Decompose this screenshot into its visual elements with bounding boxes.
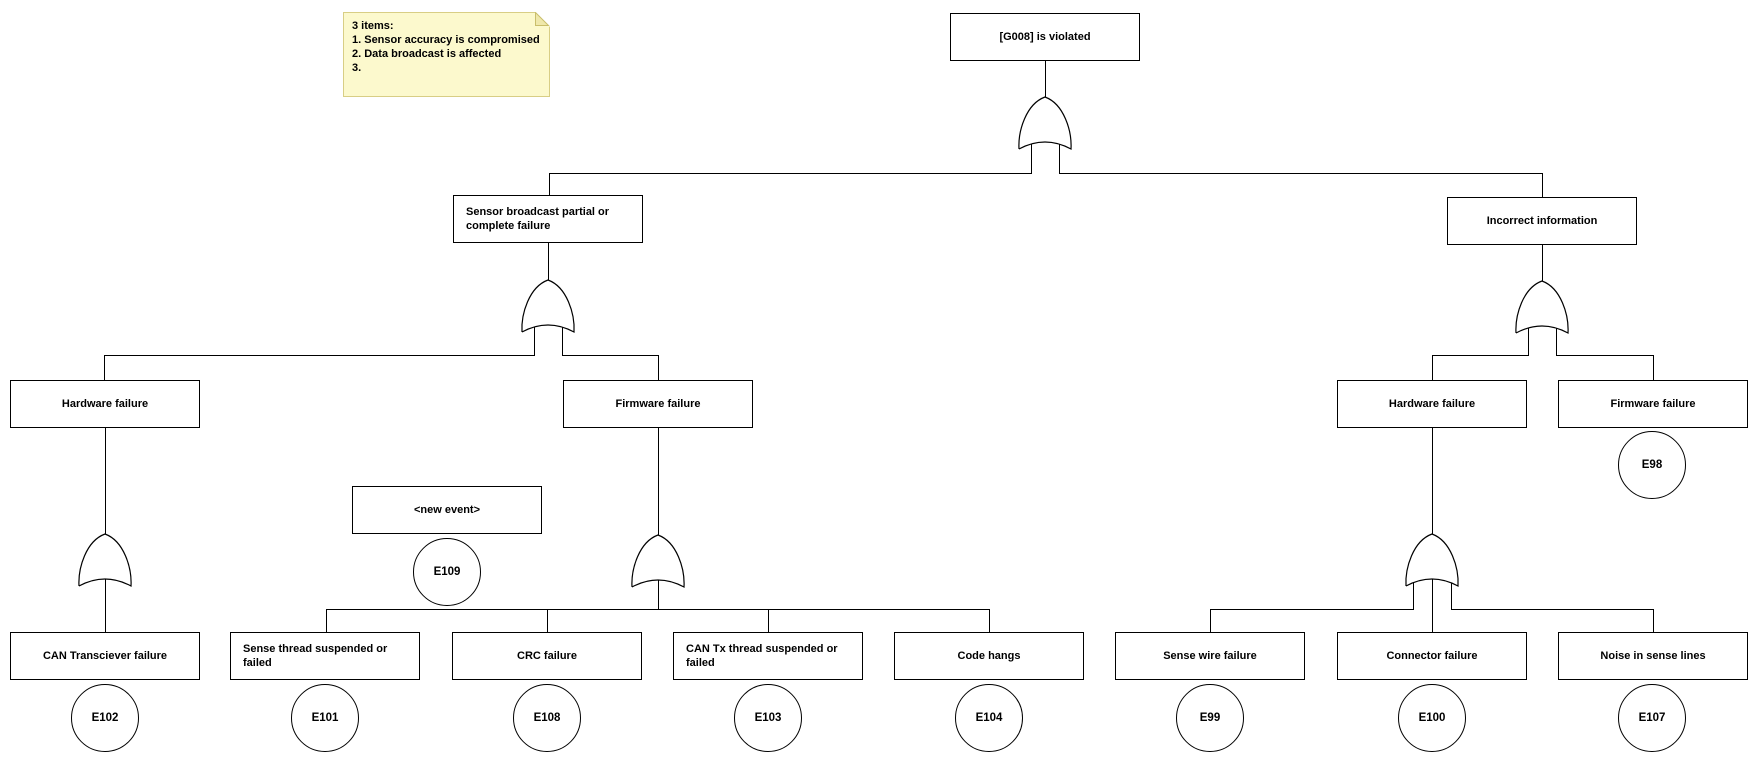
connector-line [989, 609, 990, 632]
connector-line [1653, 355, 1654, 380]
connector-line [548, 242, 549, 280]
connector-line [1210, 609, 1413, 610]
or-gate[interactable] [77, 532, 133, 590]
connector-line [1413, 578, 1414, 610]
connector-line [1542, 173, 1543, 197]
or-gate[interactable] [520, 278, 576, 336]
connector-line [326, 609, 989, 610]
connector-line [104, 355, 534, 356]
connector-line [1556, 322, 1557, 356]
connector-line [549, 173, 550, 195]
connector-line [105, 575, 106, 632]
connector-line [1432, 427, 1433, 534]
event-circle-e104[interactable]: E104 [955, 684, 1023, 752]
node-sense-wire-failure[interactable]: Sense wire failure [1115, 632, 1305, 680]
node-can-tx-thread-suspended[interactable]: CAN Tx thread suspended or failed [673, 632, 863, 680]
or-gate[interactable] [630, 533, 686, 591]
node-connector-failure[interactable]: Connector failure [1337, 632, 1527, 680]
connector-line [658, 355, 659, 380]
node-code-hangs[interactable]: Code hangs [894, 632, 1084, 680]
note-title: 3 items: [352, 20, 394, 32]
node-sense-thread-suspended[interactable]: Sense thread suspended or failed [230, 632, 420, 680]
node-noise-in-sense-lines[interactable]: Noise in sense lines [1558, 632, 1748, 680]
connector-line [547, 609, 548, 632]
connector-line [658, 427, 659, 535]
node-crc-failure[interactable]: CRC failure [452, 632, 642, 680]
connector-line [1432, 355, 1433, 380]
event-circle-e109[interactable]: E109 [413, 538, 481, 606]
connector-line [1031, 138, 1032, 174]
event-circle-e103[interactable]: E103 [734, 684, 802, 752]
event-circle-e98[interactable]: E98 [1618, 431, 1686, 499]
node-incorrect-information[interactable]: Incorrect information [1447, 197, 1637, 245]
note-line: 1. Sensor accuracy is compromised [352, 34, 540, 46]
or-gate[interactable] [1514, 279, 1570, 337]
note-line: 2. Data broadcast is affected [352, 48, 502, 60]
connector-line [1556, 355, 1653, 356]
connector-line [104, 355, 105, 380]
connector-line [326, 609, 327, 632]
note-line: 3. [352, 62, 362, 74]
connector-line [105, 427, 106, 534]
event-circle-e100[interactable]: E100 [1398, 684, 1466, 752]
event-circle-e107[interactable]: E107 [1618, 684, 1686, 752]
node-can-transciever-failure[interactable]: CAN Transciever failure [10, 632, 200, 680]
connector-line [549, 173, 1031, 174]
connector-line [1210, 609, 1211, 632]
connector-line [1059, 173, 1542, 174]
connector-line [1542, 244, 1543, 281]
connector-line [1432, 355, 1528, 356]
connector-line [1045, 61, 1046, 97]
connector-line [534, 321, 535, 356]
note-fold-corner-icon [535, 12, 550, 27]
connector-line [1432, 575, 1433, 632]
node-hardware-failure-right[interactable]: Hardware failure [1337, 380, 1527, 428]
event-circle-e108[interactable]: E108 [513, 684, 581, 752]
connector-line [658, 576, 659, 610]
or-gate[interactable] [1404, 532, 1460, 590]
or-gate[interactable] [1017, 95, 1073, 153]
connector-line [1528, 322, 1529, 356]
sticky-note[interactable]: 3 items: 1. Sensor accuracy is compromis… [343, 12, 550, 97]
connector-line [1451, 578, 1452, 610]
node-hardware-failure-left[interactable]: Hardware failure [10, 380, 200, 428]
connector-line [562, 321, 563, 356]
node-firmware-failure-mid[interactable]: Firmware failure [563, 380, 753, 428]
node-firmware-failure-right[interactable]: Firmware failure [1558, 380, 1748, 428]
event-circle-e102[interactable]: E102 [71, 684, 139, 752]
node-sensor-broadcast-failure[interactable]: Sensor broadcast partial or complete fai… [453, 195, 643, 243]
node-g008-violated[interactable]: [G008] is violated [950, 13, 1140, 61]
connector-line [562, 355, 658, 356]
event-circle-e101[interactable]: E101 [291, 684, 359, 752]
connector-line [768, 609, 769, 632]
node-new-event[interactable]: <new event> [352, 486, 542, 534]
connector-line [1653, 609, 1654, 632]
connector-line [1059, 138, 1060, 174]
event-circle-e99[interactable]: E99 [1176, 684, 1244, 752]
connector-line [1451, 609, 1653, 610]
